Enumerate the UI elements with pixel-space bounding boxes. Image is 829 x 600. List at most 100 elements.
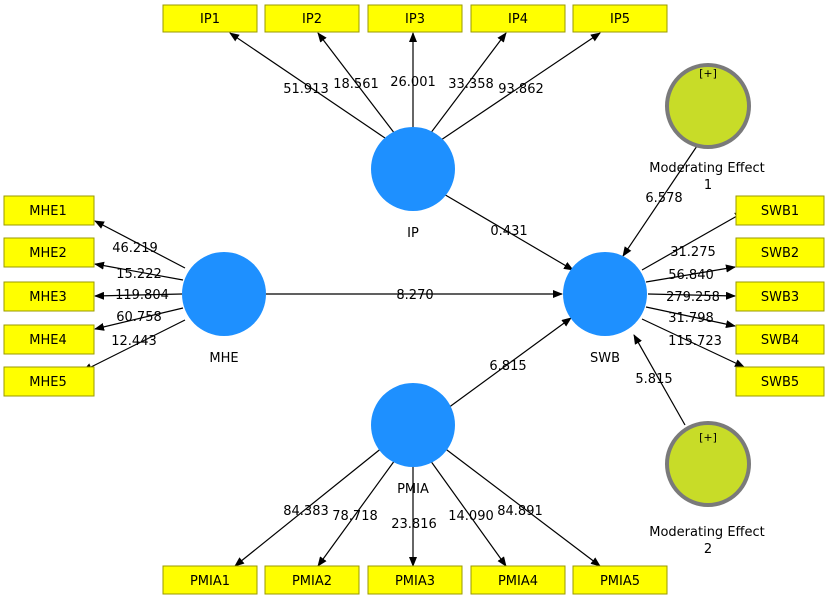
indicator-ip5[interactable]: IP5 <box>572 4 668 33</box>
indicator-pmia5[interactable]: PMIA5 <box>572 565 668 595</box>
indicator-label: PMIA4 <box>498 574 538 589</box>
construct-moderating-effect-1[interactable]: [+] Moderating Effect 1 <box>649 63 765 193</box>
arrow-mhe-mhe4 <box>94 307 184 331</box>
arrow-ip-ip4 <box>429 32 507 135</box>
indicator-swb4[interactable]: SWB4 <box>735 324 825 355</box>
construct-label-index: 1 <box>704 178 712 193</box>
pmia-indicators: PMIA1 PMIA2 PMIA3 PMIA4 PMIA5 <box>162 565 668 595</box>
arrow-swb-swb3 <box>647 291 736 300</box>
indicator-label: PMIA1 <box>190 574 230 589</box>
indicator-ip1[interactable]: IP1 <box>162 4 258 33</box>
indicator-swb1[interactable]: SWB1 <box>735 195 825 226</box>
loading-ip1: 51.913 <box>283 82 329 97</box>
loading-ip3: 26.001 <box>390 75 436 90</box>
indicator-mhe3[interactable]: MHE3 <box>3 281 95 312</box>
indicator-label: PMIA2 <box>292 574 332 589</box>
indicator-mhe2[interactable]: MHE2 <box>3 237 95 268</box>
construct-pmia[interactable]: PMIA <box>371 383 455 497</box>
indicator-label: MHE2 <box>29 246 66 261</box>
indicator-label: PMIA5 <box>600 574 640 589</box>
indicator-ip2[interactable]: IP2 <box>264 4 360 33</box>
loading-mhe1: 46.219 <box>112 241 158 256</box>
indicator-label: MHE3 <box>29 290 66 305</box>
loading-mhe2: 15.222 <box>116 267 162 282</box>
loading-swb5: 115.723 <box>668 334 722 349</box>
construct-label: Moderating Effect <box>649 161 764 176</box>
arrow-swb-swb5 <box>641 318 745 368</box>
loading-pmia5: 84.891 <box>497 504 543 519</box>
construct-label: MHE <box>209 351 238 366</box>
indicator-label: IP3 <box>405 12 425 27</box>
indicator-label: SWB1 <box>761 204 799 219</box>
arrow-pmia-pmia1 <box>234 446 384 567</box>
indicator-label: SWB2 <box>761 246 799 261</box>
indicator-label: IP2 <box>302 12 322 27</box>
indicator-swb3[interactable]: SWB3 <box>735 281 825 312</box>
indicator-label: MHE1 <box>29 204 66 219</box>
ip-loading-arrows <box>229 32 601 141</box>
path-mod1-swb-value: 6.578 <box>645 191 682 206</box>
arrow-ip-ip1 <box>229 32 386 139</box>
arrow-mod1-swb <box>622 145 698 257</box>
indicator-pmia2[interactable]: PMIA2 <box>264 565 360 595</box>
mhe-loading-labels: 46.219 15.222 119.804 60.758 12.443 <box>111 241 169 349</box>
ip-indicators: IP1 IP2 IP3 IP4 IP5 <box>162 4 668 33</box>
construct-swb[interactable]: SWB <box>563 252 647 366</box>
arrow-mhe-mhe5 <box>82 319 186 372</box>
construct-ip[interactable]: IP <box>371 127 455 241</box>
expand-toggle[interactable]: [+] <box>699 431 717 444</box>
indicator-swb5[interactable]: SWB5 <box>735 366 825 397</box>
indicator-pmia4[interactable]: PMIA4 <box>470 565 566 595</box>
arrow-swb-swb2 <box>645 264 736 283</box>
indicator-label: SWB3 <box>761 290 799 305</box>
indicator-label: SWB4 <box>761 333 799 348</box>
loading-mhe5: 12.443 <box>111 334 157 349</box>
path-ip-swb-value: 0.431 <box>490 224 527 239</box>
indicator-mhe4[interactable]: MHE4 <box>3 324 95 355</box>
arrow-swb-swb1 <box>641 211 745 271</box>
construct-mhe[interactable]: MHE <box>182 252 266 366</box>
arrow-pmia-pmia4 <box>429 459 507 567</box>
pmia-loading-arrows <box>234 446 601 567</box>
indicator-label: IP5 <box>610 12 630 27</box>
construct-moderating-effect-2[interactable]: [+] Moderating Effect 2 <box>649 421 765 557</box>
path-mhe-swb-value: 8.270 <box>396 288 433 303</box>
indicator-label: SWB5 <box>761 375 799 390</box>
swb-loading-arrows <box>641 211 745 368</box>
indicator-label: IP1 <box>200 12 220 27</box>
arrow-mod2-swb <box>633 334 686 426</box>
loading-swb2: 56.840 <box>668 268 714 283</box>
mhe-indicators: MHE1 MHE2 MHE3 MHE4 MHE5 <box>3 195 95 397</box>
indicator-swb2[interactable]: SWB2 <box>735 237 825 268</box>
indicator-mhe1[interactable]: MHE1 <box>3 195 95 226</box>
indicator-label: PMIA3 <box>395 574 435 589</box>
construct-label: Moderating Effect <box>649 525 764 540</box>
ip-loading-labels: 51.913 18.561 26.001 33.358 93.862 <box>283 75 544 97</box>
indicator-label: MHE5 <box>29 375 66 390</box>
construct-label: PMIA <box>397 482 429 497</box>
arrow-ip-swb <box>441 192 574 271</box>
loading-swb1: 31.275 <box>670 245 716 260</box>
loading-mhe3: 119.804 <box>115 288 169 303</box>
expand-toggle[interactable]: [+] <box>699 67 717 80</box>
loading-ip2: 18.561 <box>333 77 379 92</box>
arrow-mhe-mhe3 <box>94 291 183 300</box>
structural-arrows <box>266 145 698 426</box>
indicator-ip3[interactable]: IP3 <box>367 4 463 33</box>
arrow-ip-ip2 <box>317 32 396 135</box>
swb-indicators: SWB1 SWB2 SWB3 SWB4 SWB5 <box>735 195 825 397</box>
arrow-mhe-mhe2 <box>94 261 184 281</box>
loading-swb4: 31.798 <box>668 311 714 326</box>
indicator-pmia3[interactable]: PMIA3 <box>367 565 463 595</box>
arrow-pmia-pmia2 <box>317 459 396 567</box>
arrow-ip-ip5 <box>440 32 601 141</box>
indicator-ip4[interactable]: IP4 <box>470 4 566 33</box>
indicator-mhe5[interactable]: MHE5 <box>3 366 95 397</box>
indicator-pmia1[interactable]: PMIA1 <box>162 565 258 595</box>
loading-ip5: 93.862 <box>498 82 544 97</box>
arrow-pmia-pmia5 <box>442 446 601 567</box>
arrow-mhe-mhe1 <box>94 220 186 269</box>
swb-loading-labels: 31.275 56.840 279.258 31.798 115.723 <box>666 245 722 349</box>
loading-swb3: 279.258 <box>666 290 720 305</box>
